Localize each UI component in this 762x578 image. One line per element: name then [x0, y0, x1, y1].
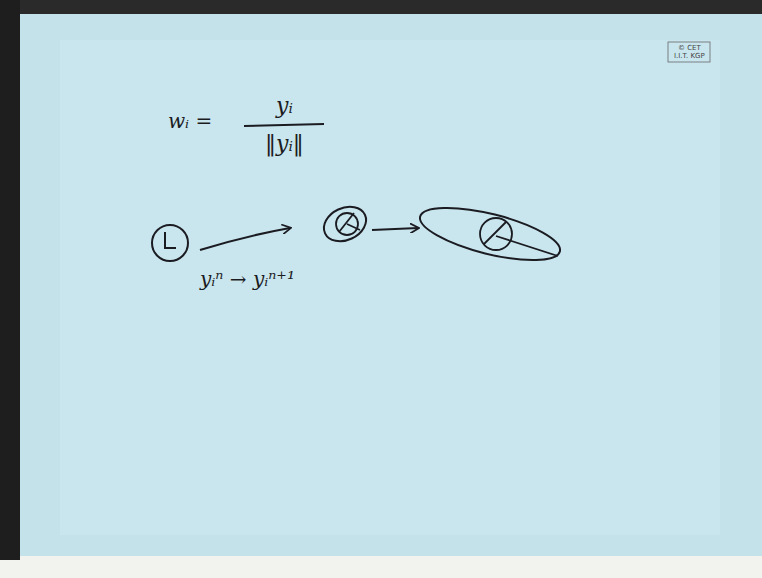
radius-lines	[165, 232, 176, 248]
axis-lines	[484, 222, 558, 256]
formula-denominator: ‖yᵢ‖	[265, 132, 304, 156]
fraction-bar	[244, 124, 324, 126]
sphere-circle	[152, 225, 188, 261]
formula-numerator: yᵢ	[276, 94, 293, 118]
paper-sheet	[20, 14, 762, 556]
inner-sphere	[480, 218, 512, 250]
transform-arrow	[372, 228, 418, 230]
ellipsoid	[318, 200, 371, 248]
axis-lines	[339, 213, 360, 232]
watermark: I.I.T. KGP	[674, 52, 705, 60]
left-edge	[0, 0, 20, 560]
watermark-box	[668, 42, 710, 62]
paper-inner	[60, 40, 720, 535]
watermark: © CET	[678, 44, 701, 52]
formula-term: wᵢ =	[168, 110, 212, 132]
transform-arrow	[200, 228, 290, 250]
top-edge	[0, 0, 762, 14]
elongated-ellipsoid	[415, 197, 564, 271]
iteration-note: yᵢⁿ → yᵢⁿ⁺¹	[200, 268, 295, 290]
